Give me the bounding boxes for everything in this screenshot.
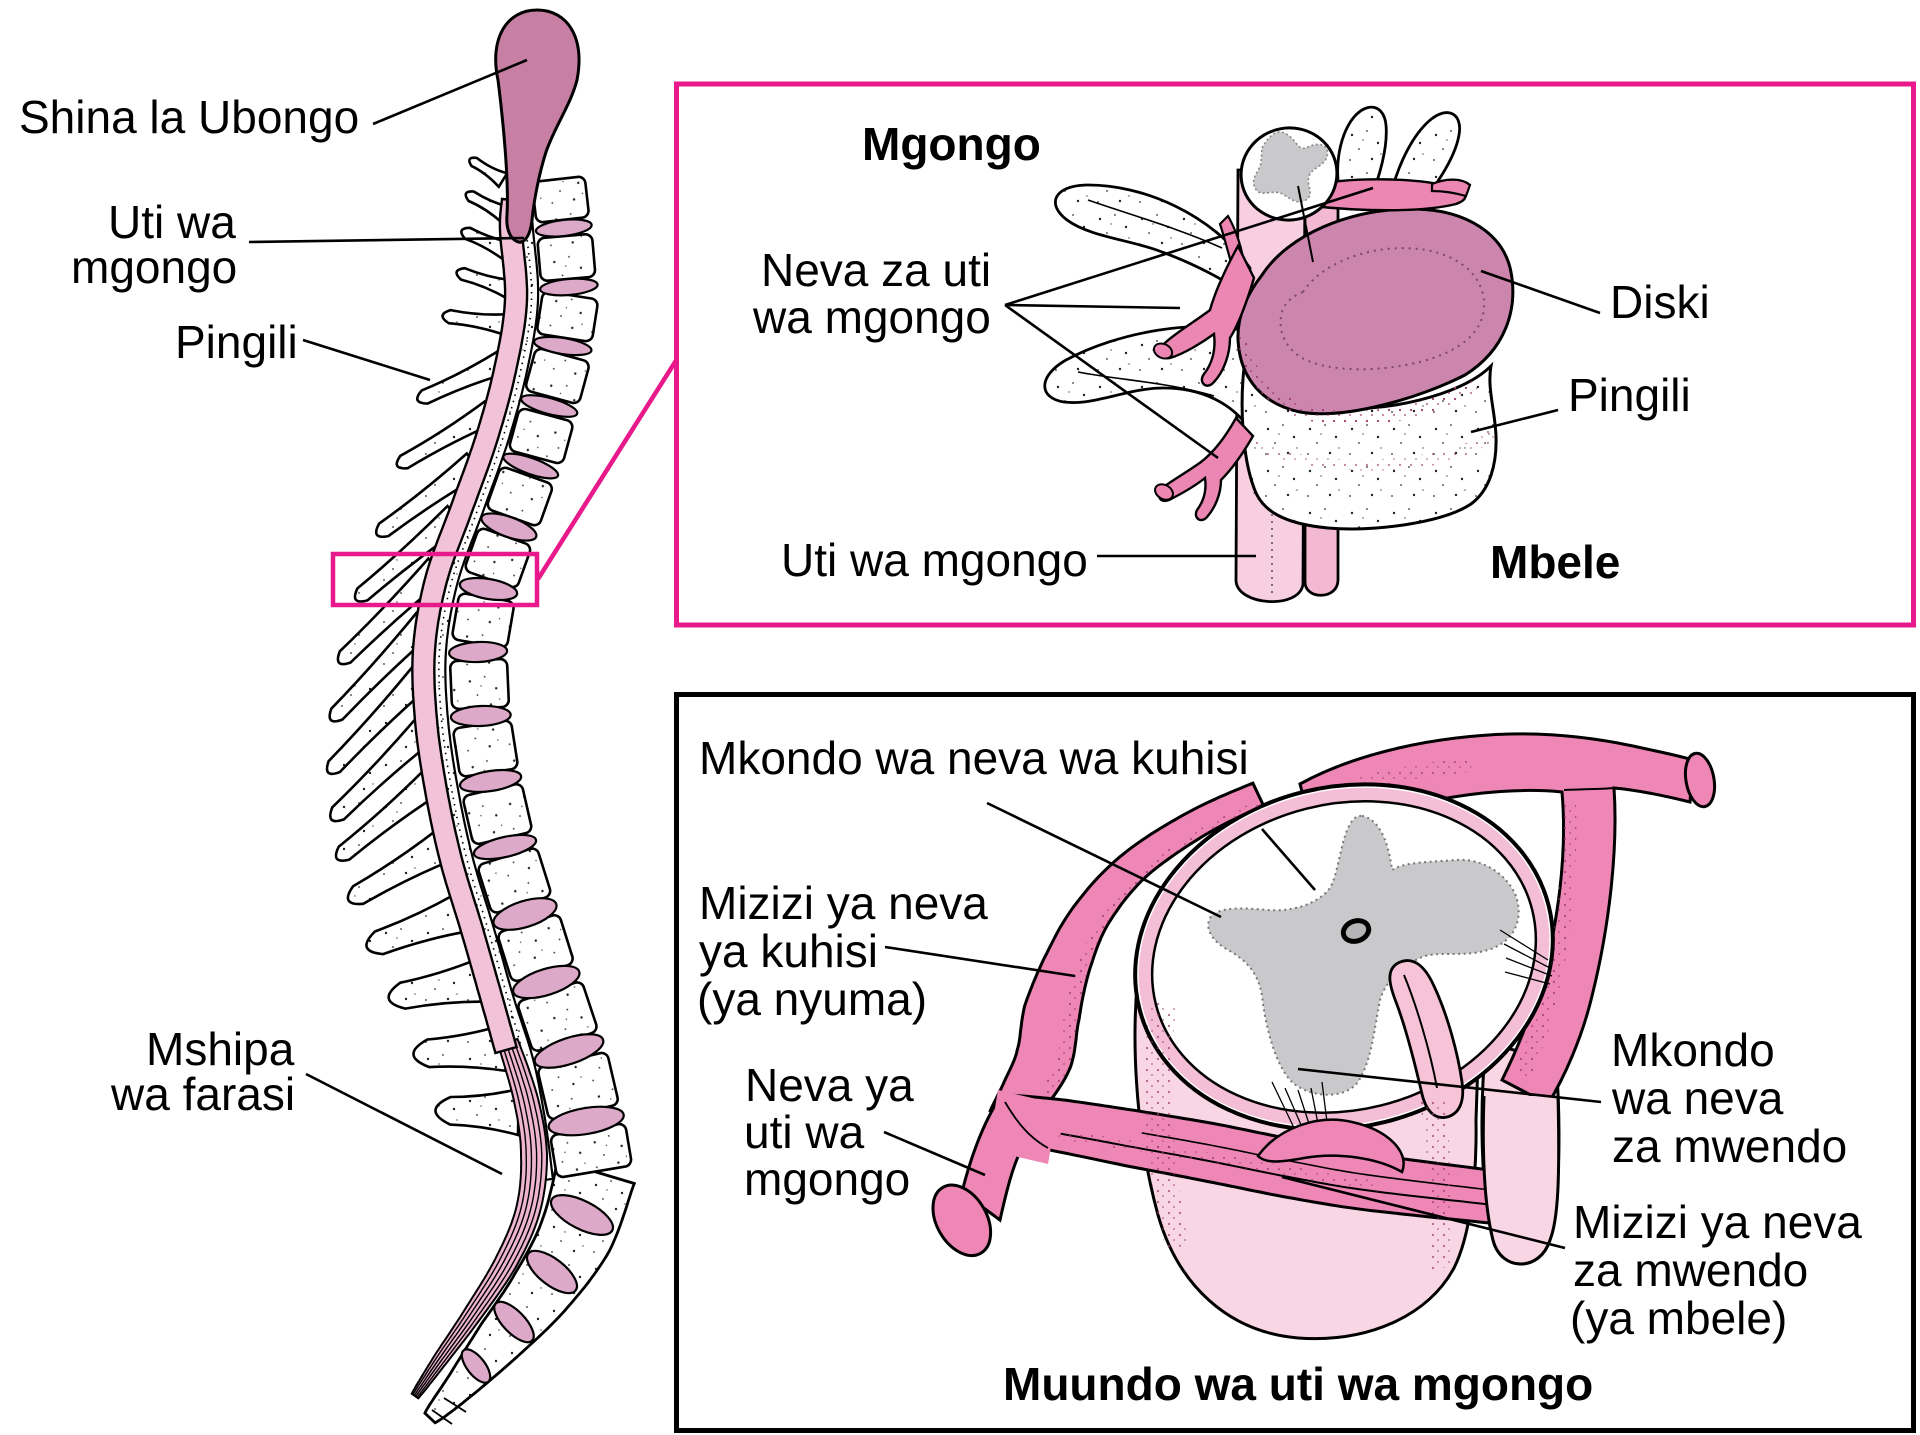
svg-text:Mizizi ya neva: Mizizi ya neva bbox=[1573, 1196, 1862, 1248]
svg-text:(ya mbele): (ya mbele) bbox=[1570, 1292, 1787, 1344]
svg-text:Diski: Diski bbox=[1610, 276, 1710, 328]
svg-text:Shina la Ubongo: Shina la Ubongo bbox=[19, 91, 359, 143]
svg-text:mgongo: mgongo bbox=[744, 1153, 910, 1205]
svg-text:Mshipa: Mshipa bbox=[146, 1023, 295, 1075]
svg-text:Muundo wa uti wa mgongo: Muundo wa uti wa mgongo bbox=[1003, 1358, 1593, 1410]
svg-text:uti wa: uti wa bbox=[744, 1106, 865, 1158]
svg-text:Mgongo: Mgongo bbox=[862, 118, 1041, 170]
svg-text:ya kuhisi: ya kuhisi bbox=[699, 925, 878, 977]
svg-text:Mbele: Mbele bbox=[1490, 536, 1620, 588]
svg-text:wa neva: wa neva bbox=[1611, 1072, 1784, 1124]
svg-text:za mwendo: za mwendo bbox=[1612, 1120, 1847, 1172]
svg-text:Neva ya: Neva ya bbox=[745, 1059, 914, 1111]
svg-text:Pingili: Pingili bbox=[175, 316, 298, 368]
svg-text:mgongo: mgongo bbox=[71, 241, 237, 293]
svg-text:Mkondo: Mkondo bbox=[1611, 1024, 1775, 1076]
svg-text:Uti wa: Uti wa bbox=[108, 196, 236, 248]
svg-text:Neva za uti: Neva za uti bbox=[761, 244, 991, 296]
svg-text:(ya nyuma): (ya nyuma) bbox=[697, 973, 927, 1025]
svg-text:wa farasi: wa farasi bbox=[110, 1068, 295, 1120]
svg-text:za mwendo: za mwendo bbox=[1573, 1244, 1808, 1296]
svg-text:Pingili: Pingili bbox=[1568, 369, 1691, 421]
svg-text:Uti wa mgongo: Uti wa mgongo bbox=[781, 534, 1088, 586]
svg-text:Mkondo wa neva wa kuhisi: Mkondo wa neva wa kuhisi bbox=[699, 732, 1249, 784]
svg-text:wa mgongo: wa mgongo bbox=[752, 291, 991, 343]
svg-text:Mizizi ya neva: Mizizi ya neva bbox=[699, 877, 988, 929]
